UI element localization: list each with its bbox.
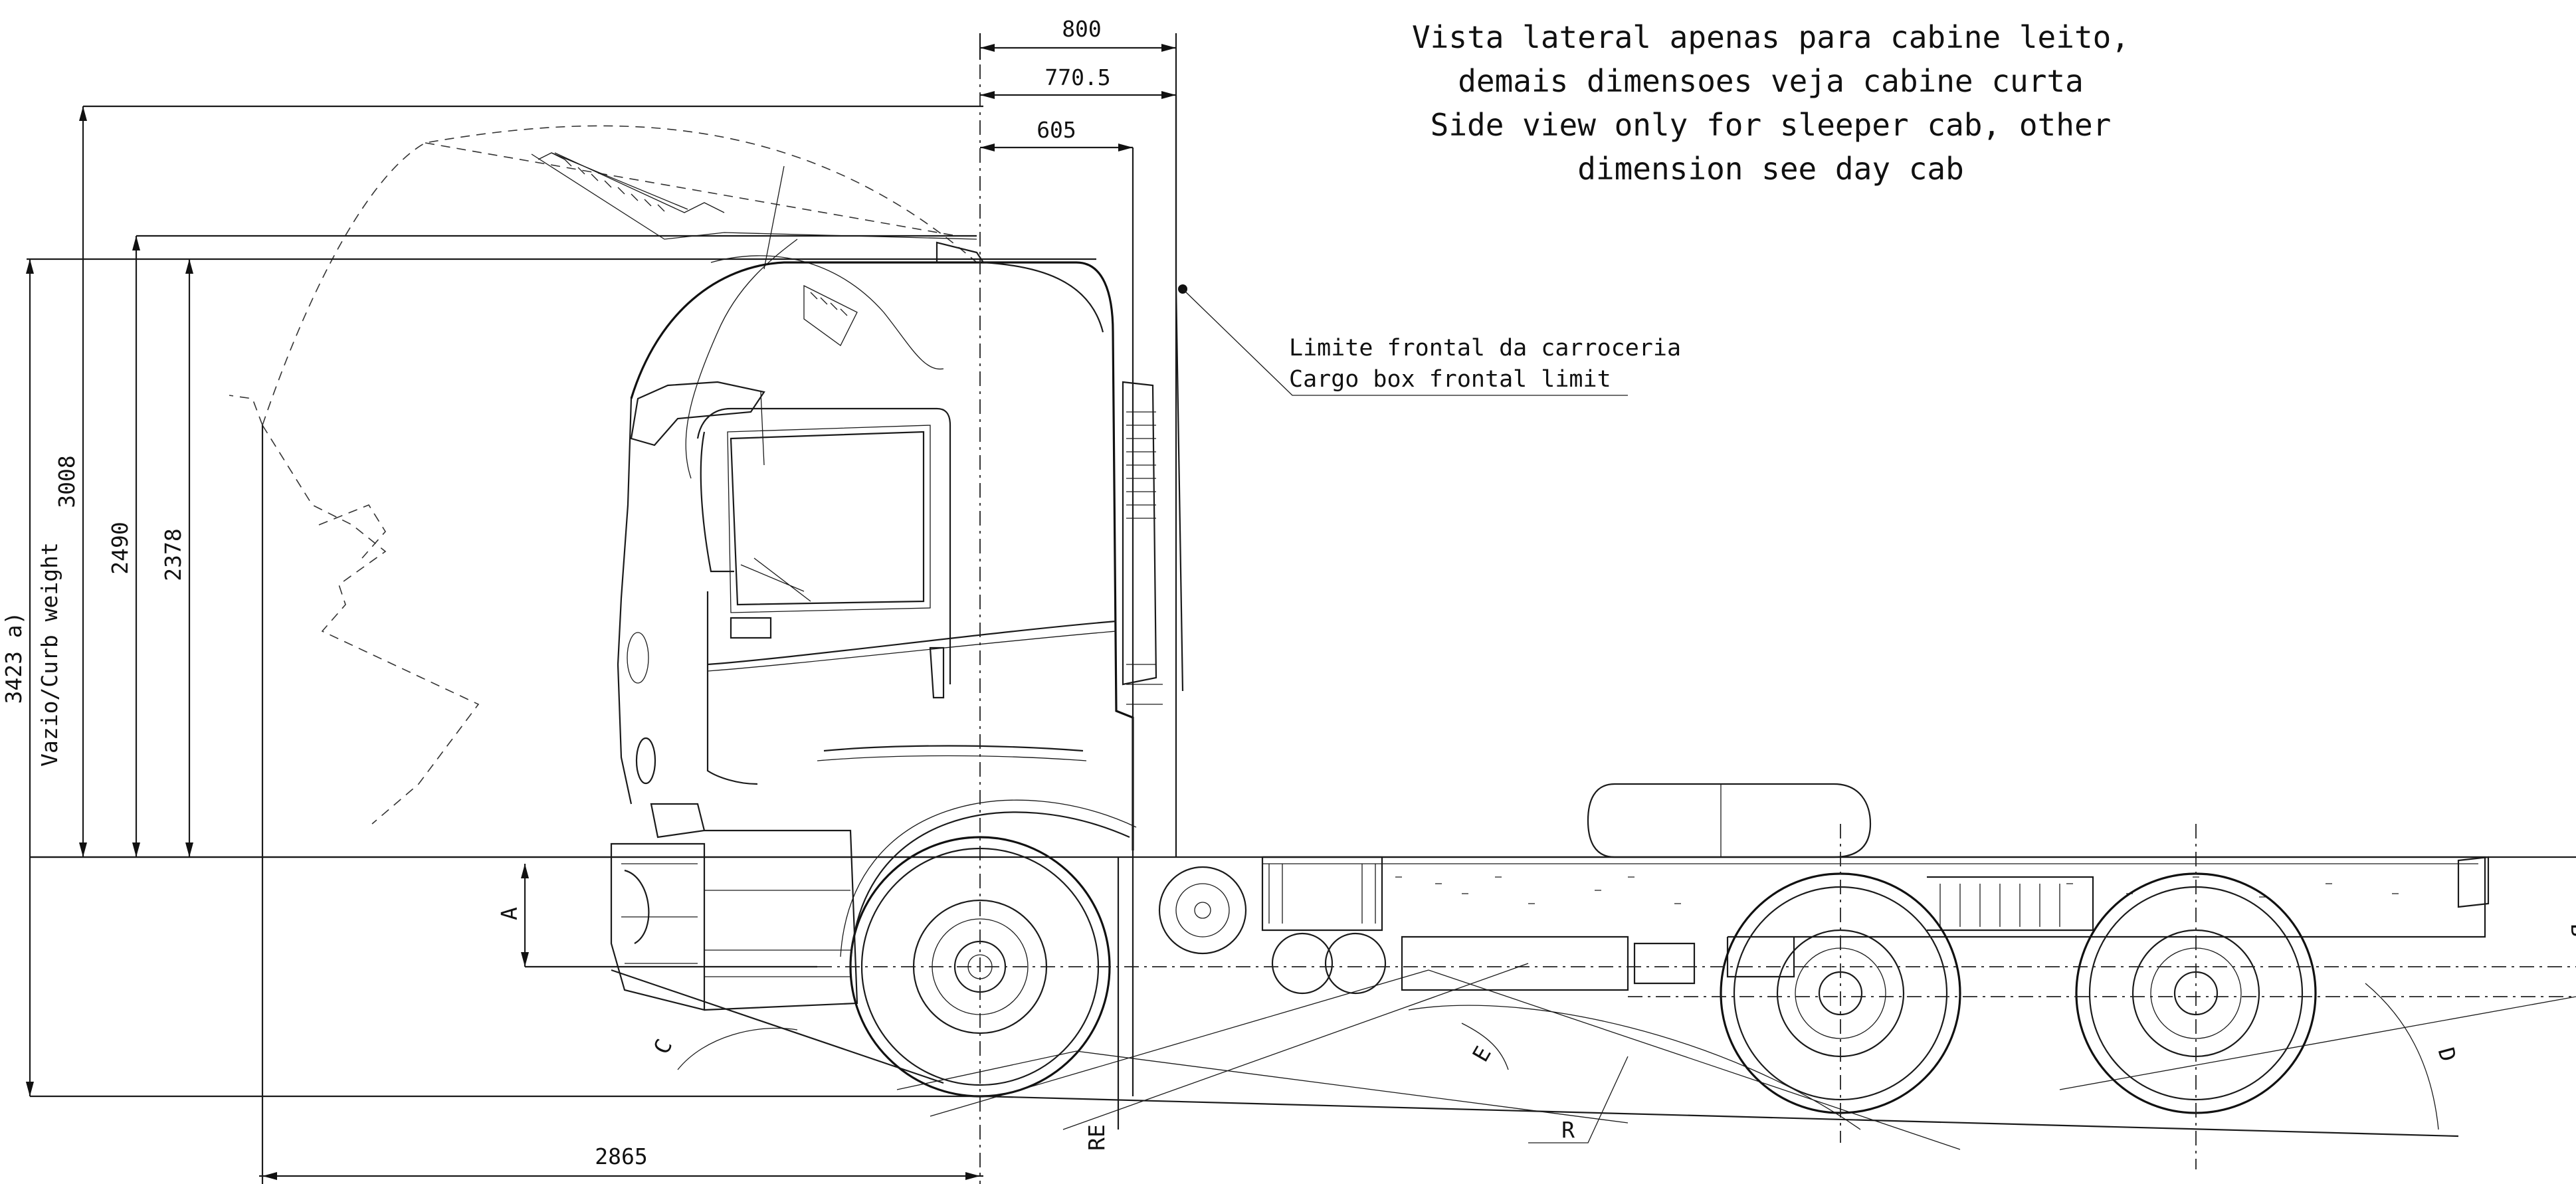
- view-note-line3: Side view only for sleeper cab, other: [1431, 107, 2112, 143]
- headlamp: [627, 632, 656, 785]
- dim-2378: 2378: [160, 528, 186, 581]
- fuel-tank: [1261, 856, 1696, 995]
- view-note-line1: Vista lateral apenas para cabine leito,: [1412, 19, 2130, 55]
- left-dimension-lines: [26, 105, 1096, 1184]
- chassis-frame: [1262, 856, 2490, 978]
- label-r: R: [1561, 1117, 1575, 1143]
- ground-angle-lines: [30, 856, 2576, 1150]
- label-e: E: [1467, 1042, 1496, 1066]
- label-a: A: [496, 907, 522, 920]
- dim-2865: 2865: [595, 1143, 647, 1169]
- spare-tire: [1587, 783, 1872, 858]
- dim-2490: 2490: [107, 522, 133, 574]
- a-dimension: [521, 864, 817, 968]
- engine-pulley: [1158, 866, 1247, 955]
- dim-3008: 3008: [54, 455, 80, 508]
- dim-770: 770.5: [1044, 64, 1110, 90]
- label-c: C: [648, 1035, 678, 1058]
- view-note-line4: dimension see day cab: [1577, 151, 1964, 187]
- cab-body: [617, 261, 1134, 850]
- label-b: B: [2566, 924, 2576, 937]
- cargo-limit-leader: [1178, 284, 1628, 396]
- front-wheel: [840, 799, 1137, 1098]
- curb-weight-label: Vazio/Curb weight: [37, 542, 62, 767]
- view-note: Vista lateral apenas para cabine leito, …: [1412, 19, 2130, 187]
- top-dimension-lines: [979, 33, 1184, 1130]
- view-note-line2: demais dimensoes veja cabine curta: [1458, 63, 2084, 99]
- dim-605: 605: [1037, 117, 1076, 143]
- label-re: RE: [1084, 1124, 1110, 1151]
- front-bumper: [610, 803, 858, 1011]
- centerlines: [817, 37, 2576, 1184]
- rear-cab-strips: [1122, 381, 1163, 705]
- dimension-arrows: [26, 44, 1176, 1096]
- dim-3423: 3423 a): [1, 611, 27, 704]
- r-leader: [1528, 1056, 1629, 1143]
- cargo-limit-label-pt: Limite frontal da carroceria: [1289, 335, 1681, 361]
- dim-800: 800: [1062, 16, 1102, 42]
- tilted-cab-hatch: [551, 152, 848, 316]
- tilted-cab-outline: [229, 125, 977, 825]
- label-d: D: [2433, 1044, 2462, 1064]
- cargo-limit-label-en: Cargo box frontal limit: [1289, 366, 1611, 393]
- roof-deflector: [630, 241, 984, 466]
